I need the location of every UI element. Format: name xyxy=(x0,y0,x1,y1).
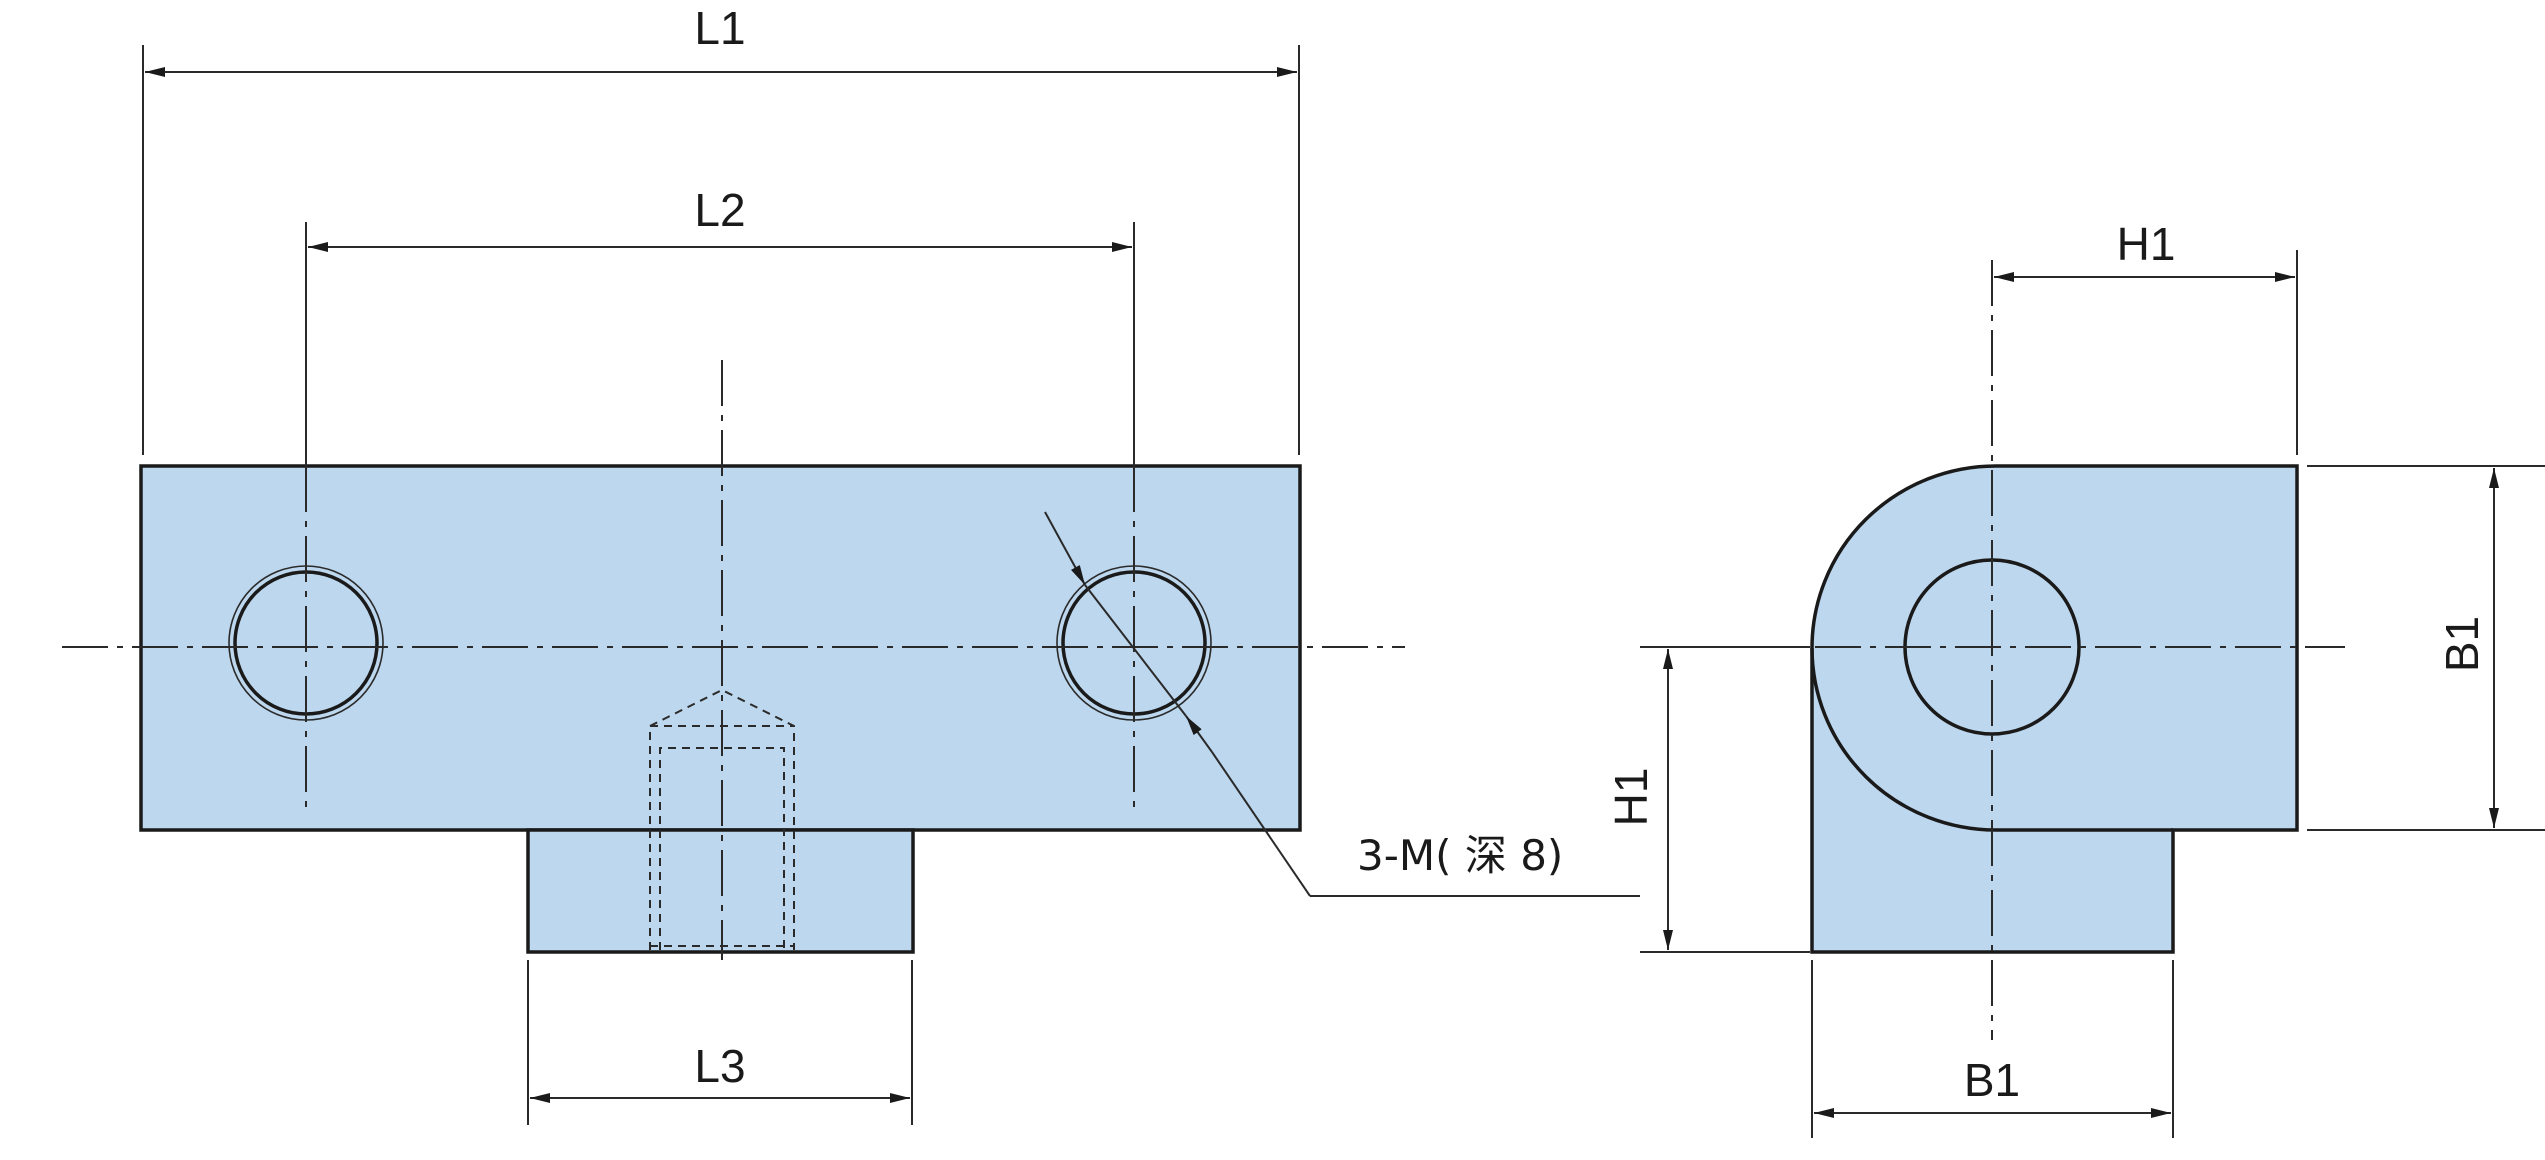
dimension-b1-right: B1 xyxy=(2307,465,2545,831)
label-b1-bottom: B1 xyxy=(1964,1054,2020,1106)
label-h1-left: H1 xyxy=(1605,768,1657,827)
label-b1-right: B1 xyxy=(2436,616,2488,672)
dimension-l2: L2 xyxy=(305,184,1135,466)
front-view: L1 L2 L3 3-M( 深 8) xyxy=(62,2,1640,1125)
dimension-l1: L1 xyxy=(142,2,1300,455)
dimension-h1-top: H1 xyxy=(1994,218,2298,455)
dimension-b1-bottom: B1 xyxy=(1811,960,2174,1138)
callout-label: 3-M( 深 8) xyxy=(1357,831,1563,880)
label-h1-top: H1 xyxy=(2117,218,2176,270)
dimension-h1-left: H1 xyxy=(1605,646,1810,953)
label-l2: L2 xyxy=(694,184,745,236)
front-bottom-tongue xyxy=(526,828,915,954)
side-arc-inner xyxy=(1810,647,2173,832)
dimension-l3: L3 xyxy=(527,960,913,1125)
side-view: H1 H1 B1 B1 xyxy=(1605,218,2545,1138)
thread-callout: 3-M( 深 8) xyxy=(1044,511,1640,897)
label-l1: L1 xyxy=(694,2,745,54)
label-l3: L3 xyxy=(694,1040,745,1092)
